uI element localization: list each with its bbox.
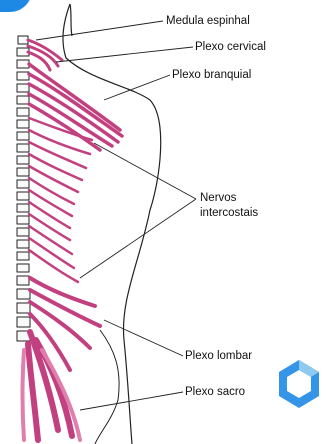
label-nervos: Nervos [200, 192, 236, 205]
leader-lombar [104, 320, 183, 356]
label-plexo-lombar: Plexo lombar [185, 350, 252, 363]
label-plexo-sacro: Plexo sacro [185, 386, 245, 399]
leader-medula [36, 21, 163, 40]
body-outline [63, 4, 161, 444]
watermark-logo-icon [279, 360, 319, 408]
intercostal-nerves [29, 118, 92, 282]
neck-outline [70, 4, 72, 36]
leader-cervical [56, 47, 193, 62]
hip-outline [95, 330, 119, 444]
leader-sacro [80, 392, 183, 410]
leader-nervos-1 [94, 143, 196, 199]
label-plexo-branquial: Plexo branquial [172, 69, 251, 82]
spine-column [17, 36, 30, 341]
label-medula-espinhal: Medula espinhal [166, 15, 250, 28]
label-intercostais: intercostais [200, 207, 258, 220]
sacral-plexus [28, 332, 72, 440]
leader-branquial [104, 75, 170, 100]
leader-nervos-2 [80, 199, 196, 278]
label-plexo-cervical: Plexo cervical [195, 41, 266, 54]
